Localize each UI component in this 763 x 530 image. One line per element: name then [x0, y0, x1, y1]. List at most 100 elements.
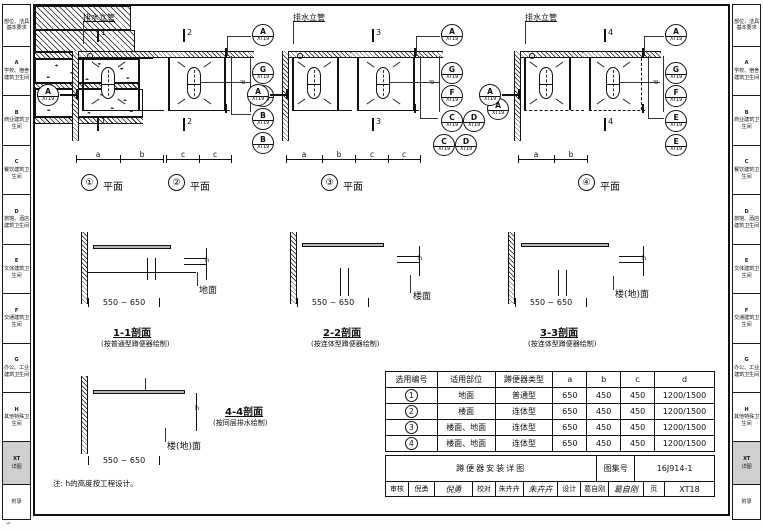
section-tag-line-2-top — [183, 29, 185, 42]
side-index-item-sec0[interactable]: 部位、洁具基本要求 — [3, 5, 30, 47]
marker-tick-2b — [225, 104, 227, 113]
section-tag-3-bot: 3 — [376, 117, 382, 126]
th-no: 选用编号 — [385, 371, 438, 388]
side-index-code: G — [14, 357, 19, 364]
side-index-item-sec0[interactable]: 部位、洁具基本要求 — [733, 5, 760, 47]
riser-leader-3 — [293, 22, 294, 44]
cell-d: 1200/1500 — [654, 403, 715, 420]
arrow-4b1 — [596, 61, 605, 68]
marker-leader-2c — [231, 56, 232, 114]
sec1-floor-bot — [184, 264, 206, 265]
arrow-4b3 — [596, 98, 605, 105]
arrow-3a3 — [297, 98, 306, 105]
wall-left-3 — [282, 51, 289, 141]
cell-a: 650 — [552, 387, 588, 404]
row-number-circle: 4 — [404, 437, 418, 450]
signature-block: 审核 倪勇 倪勇 校对 朱卉卉 朱卉卉 设计 葛自刚 葛自刚 页 XT18 — [385, 481, 716, 497]
arrow-3b2 — [392, 61, 401, 68]
section-tag-3-top: 3 — [376, 28, 382, 37]
marker-sub: XT19 — [256, 36, 270, 43]
sec2-pan-top — [302, 243, 384, 247]
marker-sub: XT19 — [445, 122, 459, 129]
marker-sub: XT19 — [483, 96, 497, 103]
sec4-slab — [35, 117, 143, 124]
marker-letter: A — [487, 86, 493, 96]
side-index-label: 商业建筑卫生间 — [734, 117, 759, 131]
plan-label-1: 平面 — [103, 182, 123, 193]
side-index-code: B — [744, 109, 749, 116]
side-index-label: 详图 — [741, 463, 752, 470]
marker-a-plan4-left: A XT19 — [479, 84, 501, 106]
sec2-drain-r — [348, 268, 349, 296]
marker-sub: XT19 — [41, 96, 55, 103]
th-a: a — [552, 371, 588, 388]
dim-c-3a: c — [369, 150, 375, 159]
sec2-drain-l — [340, 268, 341, 296]
side-index-code: XT — [13, 456, 20, 463]
side-index-label: 文体建筑卫生间 — [734, 265, 759, 279]
marker-sub: XT19 — [445, 74, 459, 81]
sec1-floor-top — [184, 258, 206, 259]
plan-number-3: ③ — [321, 174, 338, 191]
marker-a-plan1: A XT19 — [37, 84, 59, 106]
partition-left-3b — [357, 58, 359, 110]
table-header-row: 选用编号 适用部位 蹲便器类型 a b c d — [385, 371, 715, 388]
arrow-3b3 — [366, 98, 375, 105]
arrow-3b1 — [366, 61, 375, 68]
sec4-h-label: h — [195, 404, 200, 412]
marker-leader-4left — [502, 94, 520, 96]
check-signature: 朱卉卉 — [522, 481, 559, 497]
side-index-code: F — [744, 307, 749, 314]
marker-sub: XT19 — [256, 74, 270, 81]
marker-letter: E — [673, 136, 679, 146]
section-tag-line-4-top — [604, 29, 606, 42]
review-label: 审核 — [385, 481, 409, 497]
plan-number-1: ① — [81, 174, 98, 191]
sec2-sub: (按连体型蹲便器绘制) — [311, 340, 380, 348]
section-tag-2-bot: 2 — [187, 117, 193, 126]
side-index-code: XT — [743, 456, 750, 463]
marker-sub: XT19 — [669, 74, 683, 81]
sec2-floor-bot — [397, 262, 419, 263]
marker-leader-4d — [648, 118, 664, 119]
partition-left-4b — [589, 58, 591, 110]
pan-outlet-line-4 — [620, 82, 660, 83]
sec4-pan-top — [93, 390, 185, 394]
side-index-item-sec10[interactable]: 附录 — [733, 485, 760, 519]
section-tag-line-4-bot — [604, 118, 606, 131]
dim-a-3: a — [301, 150, 307, 159]
sec1-floor-label: 地面 — [199, 286, 218, 296]
pan-outlet-line-2 — [201, 82, 251, 83]
riser-label-4: 排水立管 — [525, 13, 557, 22]
side-index-item-sec10[interactable]: 附录 — [3, 485, 30, 519]
side-index-label: 学校、宿舍建筑卫生间 — [734, 68, 759, 81]
title-row: 蹲便器安装详图 图集号 16J914-1 — [384, 455, 715, 482]
dim-c-2b: c — [212, 150, 218, 159]
cell-no: 4 — [385, 435, 438, 452]
riser-symbol-1 — [87, 53, 93, 59]
partition-right-3a — [337, 58, 339, 110]
partition-bottom-3a — [292, 110, 352, 111]
riser-leader-4 — [525, 22, 526, 44]
